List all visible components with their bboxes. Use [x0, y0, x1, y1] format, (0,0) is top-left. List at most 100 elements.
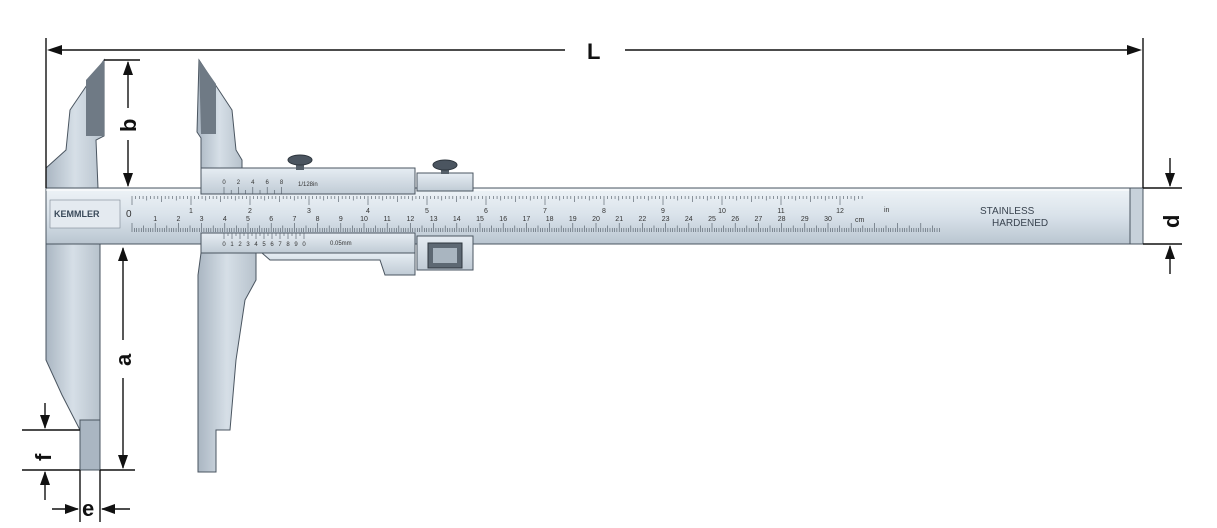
cm-number: 22 — [639, 216, 647, 223]
cm-number: 24 — [685, 216, 693, 223]
lower-vernier-number: 7 — [278, 242, 282, 248]
dim-d-label: d — [1159, 215, 1184, 228]
lower-vernier-label: 0.05mm — [330, 241, 352, 247]
dim-a-arrow-top — [118, 247, 128, 261]
cm-number: 15 — [476, 216, 484, 223]
cm-number: 18 — [546, 216, 554, 223]
inch-number: 12 — [836, 208, 844, 215]
cm-number: 13 — [430, 216, 438, 223]
beam-end-face — [1129, 187, 1144, 245]
upper-vernier-number: 0 — [222, 180, 226, 186]
dim-f-arrow-bottom — [40, 471, 50, 485]
dim-d-arrow-top — [1165, 173, 1175, 187]
cm-number: 9 — [339, 216, 343, 223]
zero-label: 0 — [126, 209, 132, 220]
fixed-lower-jaw-tip — [79, 419, 101, 471]
inch-number: 9 — [661, 208, 665, 215]
cm-number: 17 — [523, 216, 531, 223]
cm-number: 10 — [360, 216, 368, 223]
dim-L-label: L — [587, 39, 600, 64]
dim-e-label: e — [82, 496, 94, 521]
sliding-lower-jaw — [201, 252, 416, 276]
lower-vernier-number: 0 — [302, 242, 306, 248]
lower-vernier-number: 3 — [246, 242, 250, 248]
brand-plate — [49, 199, 121, 229]
dim-e-arrow-left — [65, 504, 79, 514]
lower-vernier-number: 0 — [222, 242, 226, 248]
fine-adjust-roller-core — [433, 248, 457, 263]
upper-vernier-scale: 0 2 4 6 8 — [222, 180, 284, 194]
lower-vernier-number: 4 — [254, 242, 258, 248]
inch-number: 7 — [543, 208, 547, 215]
cm-number: 23 — [662, 216, 670, 223]
cm-number: 8 — [316, 216, 320, 223]
dim-e-arrow-right — [101, 504, 115, 514]
hardened-label: HARDENED — [992, 218, 1048, 229]
upper-vernier-number: 4 — [251, 180, 255, 186]
cm-number: 30 — [824, 216, 832, 223]
cm-number: 25 — [708, 216, 716, 223]
dim-b-arrow-top — [123, 61, 133, 75]
sliding-upper-jaw-shade — [199, 60, 216, 134]
upper-vernier-number: 2 — [237, 180, 241, 186]
cm-number: 4 — [223, 216, 227, 223]
dim-L-arrow-left — [47, 45, 62, 55]
cm-unit-label: cm — [855, 217, 865, 224]
inch-number: 1 — [189, 208, 193, 215]
cm-number: 21 — [615, 216, 623, 223]
lower-vernier-number: 5 — [262, 242, 266, 248]
fine-adjust-block-top — [416, 172, 474, 192]
cm-number: 20 — [592, 216, 600, 223]
cm-number: 29 — [801, 216, 809, 223]
lower-vernier-number: 8 — [286, 242, 290, 248]
inch-number: 8 — [602, 208, 606, 215]
inch-number: 5 — [425, 208, 429, 215]
cm-number: 27 — [755, 216, 763, 223]
dim-L-arrow-right — [1127, 45, 1142, 55]
cm-number: 6 — [269, 216, 273, 223]
brand-label: KEMMLER — [54, 209, 100, 219]
dim-L-label-bg — [575, 36, 615, 64]
cm-number: 7 — [292, 216, 296, 223]
dim-f-arrow-top — [40, 415, 50, 429]
cm-number: 26 — [731, 216, 739, 223]
slider-top-plate — [200, 167, 416, 195]
dim-b-arrow-bottom — [123, 173, 133, 187]
lower-vernier-number: 9 — [294, 242, 298, 248]
cm-number: 2 — [176, 216, 180, 223]
upper-vernier-number: 6 — [266, 180, 270, 186]
lower-vernier-number: 2 — [238, 242, 242, 248]
dim-a-label: a — [111, 353, 136, 366]
sliding-lower-jaw-blade — [197, 252, 257, 473]
inch-number: 4 — [366, 208, 370, 215]
lower-vernier-number: 1 — [230, 242, 234, 248]
dimension-lines — [22, 38, 1182, 522]
in-unit-label: in — [884, 207, 890, 214]
inch-number: 11 — [777, 208, 784, 215]
upper-vernier-number: 8 — [280, 180, 284, 186]
cm-number: 16 — [499, 216, 507, 223]
inch-number: 10 — [718, 208, 726, 215]
lower-vernier-number: 6 — [270, 242, 274, 248]
fixed-upper-jaw-shade — [86, 60, 104, 136]
cm-number: 12 — [407, 216, 415, 223]
inch-number: 3 — [307, 208, 311, 215]
dim-d-arrow-bottom — [1165, 245, 1175, 259]
cm-number: 1 — [153, 216, 157, 223]
slider-lock-screw-stem — [296, 162, 304, 170]
dim-f-label: f — [31, 453, 56, 461]
dim-b-label: b — [116, 119, 141, 132]
dim-a-arrow-bottom — [118, 455, 128, 469]
cm-number: 5 — [246, 216, 250, 223]
upper-vernier-label: 1/128in — [298, 182, 318, 188]
slider-lock-screw — [287, 154, 313, 166]
cm-number: 3 — [200, 216, 204, 223]
stainless-label: STAINLESS — [980, 206, 1035, 217]
cm-number: 28 — [778, 216, 786, 223]
cm-number: 11 — [384, 216, 391, 223]
